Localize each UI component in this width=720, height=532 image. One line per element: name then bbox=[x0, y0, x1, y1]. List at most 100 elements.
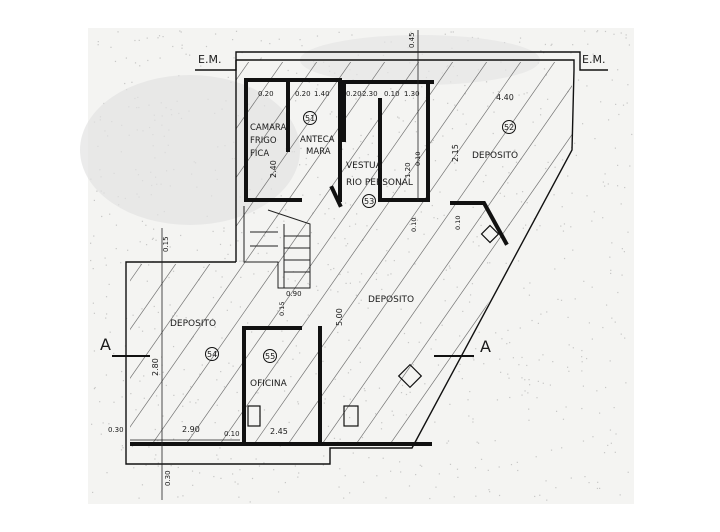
grain-dot bbox=[485, 174, 487, 177]
grain-dot bbox=[105, 317, 107, 319]
grain-dot bbox=[378, 387, 381, 389]
grain-dot bbox=[132, 314, 134, 316]
grain-dot bbox=[584, 476, 586, 478]
grain-dot bbox=[139, 380, 141, 382]
grain-dot bbox=[518, 94, 520, 96]
grain-dot bbox=[93, 388, 96, 390]
grain-dot bbox=[582, 440, 585, 442]
dim-v-015b: 0.15 bbox=[278, 302, 286, 316]
grain-dot bbox=[134, 62, 137, 64]
grain-dot bbox=[619, 494, 621, 496]
grain-dot bbox=[535, 456, 537, 458]
grain-dot bbox=[390, 273, 392, 275]
grain-dot bbox=[307, 314, 309, 316]
grain-dot bbox=[196, 249, 198, 251]
grain-dot bbox=[359, 347, 361, 349]
grain-dot bbox=[610, 272, 612, 275]
grain-dot bbox=[540, 108, 542, 110]
grain-dot bbox=[177, 496, 179, 498]
grain-dot bbox=[441, 324, 443, 326]
grain-dot bbox=[394, 169, 396, 171]
grain-dot bbox=[349, 492, 351, 494]
grain-dot bbox=[157, 311, 159, 314]
grain-dot bbox=[347, 271, 349, 273]
grain-dot bbox=[419, 464, 421, 466]
grain-dot bbox=[475, 348, 477, 350]
grain-dot bbox=[585, 357, 588, 360]
grain-dot bbox=[534, 144, 536, 147]
grain-dot bbox=[522, 227, 524, 229]
grain-dot bbox=[451, 146, 453, 148]
grain-dot bbox=[597, 30, 599, 32]
grain-dot bbox=[229, 244, 232, 246]
grain-dot bbox=[593, 211, 595, 213]
grain-dot bbox=[355, 294, 358, 296]
grain-dot bbox=[602, 217, 604, 219]
grain-dot bbox=[172, 270, 175, 272]
grain-dot bbox=[498, 494, 501, 497]
grain-dot bbox=[542, 382, 544, 384]
grain-dot bbox=[510, 99, 512, 102]
grain-dot bbox=[376, 475, 378, 477]
grain-dot bbox=[627, 84, 629, 86]
grain-dot bbox=[501, 338, 503, 340]
room-number-circle bbox=[303, 111, 317, 125]
grain-dot bbox=[386, 185, 388, 188]
grain-dot bbox=[572, 347, 574, 349]
dim-h-090: 0.90 bbox=[286, 290, 302, 298]
grain-dot bbox=[301, 45, 303, 47]
grain-dot bbox=[546, 499, 548, 501]
grain-dot bbox=[92, 491, 94, 494]
grain-dot bbox=[516, 193, 518, 195]
grain-dot bbox=[109, 331, 111, 333]
grain-dot bbox=[478, 331, 480, 333]
grain-dot bbox=[155, 454, 157, 456]
grain-dot bbox=[138, 497, 140, 499]
grain-dot bbox=[506, 343, 508, 345]
grain-dot bbox=[405, 414, 408, 416]
grain-dot bbox=[554, 268, 556, 270]
grain-dot bbox=[355, 98, 357, 100]
grain-dot bbox=[260, 57, 262, 59]
grain-dot bbox=[339, 438, 341, 440]
grain-dot bbox=[284, 481, 286, 484]
grain-dot bbox=[276, 310, 279, 312]
grain-dot bbox=[443, 278, 445, 281]
grain-dot bbox=[607, 119, 610, 121]
grain-dot bbox=[514, 149, 516, 151]
grain-dot bbox=[351, 34, 353, 36]
grain-dot bbox=[92, 268, 94, 270]
grain-dot bbox=[108, 283, 110, 286]
grain-dot bbox=[189, 54, 191, 56]
grain-dot bbox=[285, 209, 287, 211]
grain-dot bbox=[583, 280, 585, 282]
grain-dot bbox=[191, 433, 193, 436]
grain-dot bbox=[220, 477, 222, 479]
room-label-oficina: OFICINA bbox=[250, 379, 288, 389]
grain-dot bbox=[604, 185, 606, 187]
grain-dot bbox=[364, 390, 366, 392]
grain-dot bbox=[401, 384, 404, 387]
grain-dot bbox=[315, 373, 317, 375]
grain-dot bbox=[391, 297, 393, 299]
grain-dot bbox=[572, 249, 574, 251]
grain-dot bbox=[232, 39, 234, 41]
grain-dot bbox=[400, 392, 403, 394]
grain-dot bbox=[615, 433, 617, 435]
grain-dot bbox=[529, 384, 531, 386]
grain-dot bbox=[503, 195, 506, 197]
grain-dot bbox=[447, 440, 450, 442]
grain-dot bbox=[269, 42, 271, 45]
grain-dot bbox=[410, 31, 412, 33]
grain-dot bbox=[430, 348, 432, 350]
grain-dot bbox=[448, 265, 451, 267]
grain-dot bbox=[485, 81, 488, 83]
grain-dot bbox=[354, 168, 357, 170]
grain-dot bbox=[382, 457, 384, 459]
grain-dot bbox=[287, 278, 289, 280]
grain-dot bbox=[359, 361, 361, 363]
grain-dot bbox=[621, 248, 623, 250]
grain-dot bbox=[468, 415, 470, 417]
grain-dot bbox=[176, 315, 178, 317]
